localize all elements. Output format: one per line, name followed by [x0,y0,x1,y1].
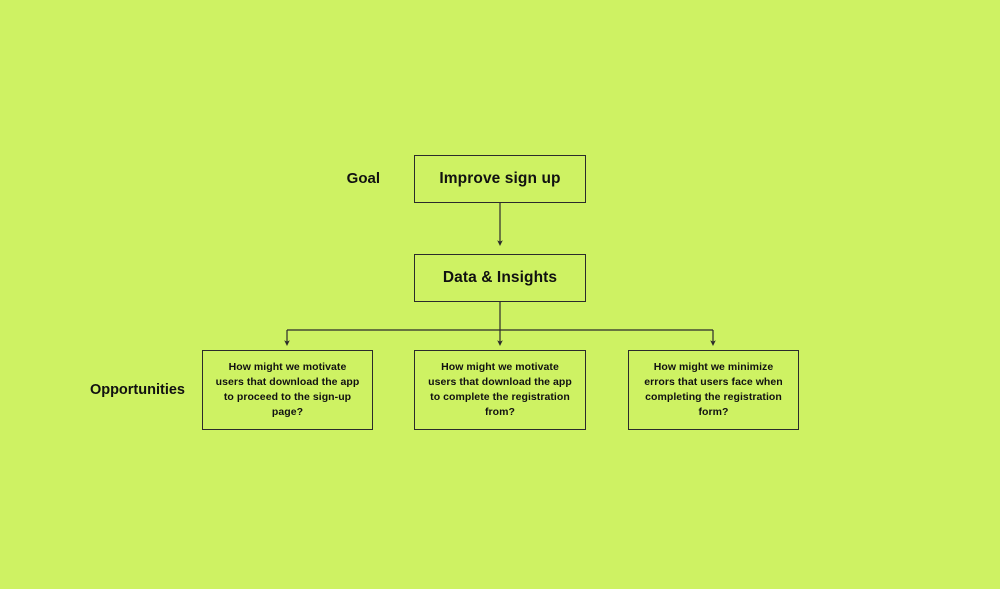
node-data-insights-label: Data & Insights [442,269,558,287]
node-opportunity-3[interactable]: How might we minimize errors that users … [628,350,799,430]
node-opportunity-1-label: How might we motivate users that downloa… [215,360,360,419]
row-label-opportunities: Opportunities [89,382,185,398]
node-opportunity-3-label: How might we minimize errors that users … [644,360,783,419]
row-label-goal: Goal [346,170,380,187]
node-opportunity-2[interactable]: How might we motivate users that downloa… [414,350,586,430]
node-goal-label: Improve sign up [439,170,561,188]
node-opportunity-1[interactable]: How might we motivate users that downloa… [202,350,373,430]
node-opportunity-2-label: How might we motivate users that downloa… [428,360,572,419]
node-goal[interactable]: Improve sign up [414,155,586,203]
node-data-insights[interactable]: Data & Insights [414,254,586,302]
